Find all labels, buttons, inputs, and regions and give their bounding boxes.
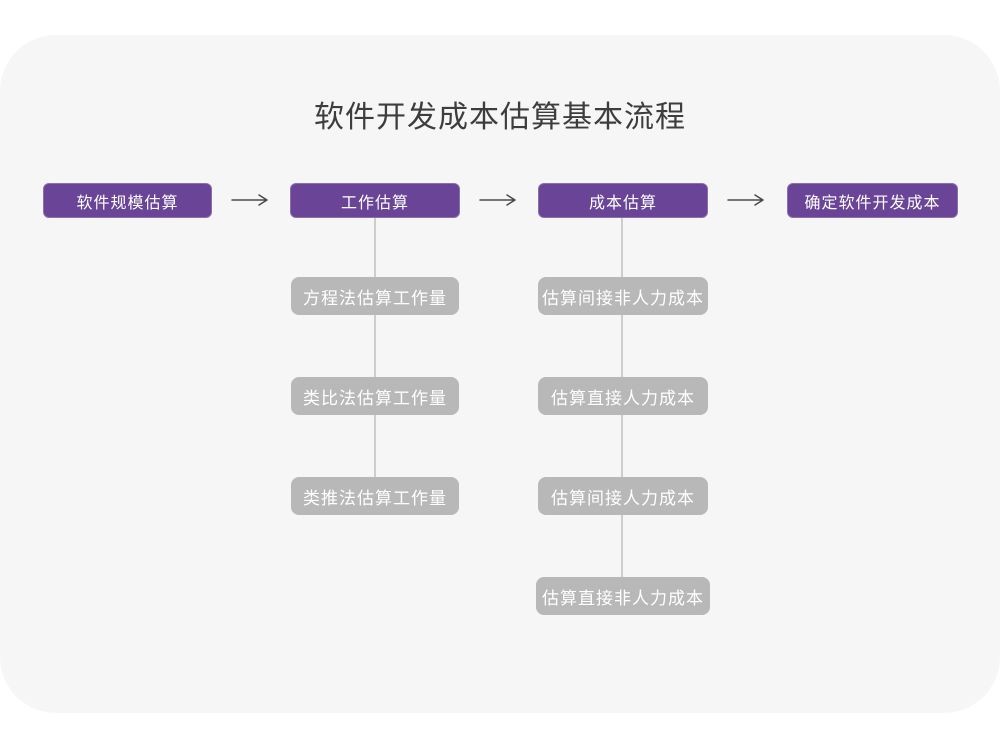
stage-label: 确定软件开发成本 [804,192,941,212]
stage-determine-development-cost: 确定软件开发成本 [787,183,958,218]
stage-cost-estimation: 成本估算 [538,183,708,218]
substep-direct-non-labor-cost: 估算直接非人力成本 [536,577,710,615]
substep-extrapolation-method: 类推法估算工作量 [291,477,459,515]
stage-work-estimation: 工作估算 [290,183,460,218]
substep-equation-method: 方程法估算工作量 [291,277,459,315]
stage-label: 软件规模估算 [76,192,179,212]
substep-label: 方程法估算工作量 [303,288,447,309]
stage-label: 工作估算 [340,192,409,212]
substep-label: 估算直接非人力成本 [542,588,704,609]
substep-direct-labor-cost: 估算直接人力成本 [538,377,708,415]
substep-label: 估算间接人力成本 [551,488,695,509]
arrow-right-icon [479,194,516,206]
arrow-right-icon [727,194,764,206]
substep-label: 类推法估算工作量 [303,488,447,509]
arrow-right-icon [231,194,268,206]
substep-label: 类比法估算工作量 [303,388,447,409]
diagram-card [0,35,1000,713]
substep-analogy-method: 类比法估算工作量 [291,377,459,415]
substep-label: 估算直接人力成本 [551,388,695,409]
substep-label: 估算间接非人力成本 [542,288,704,309]
stage-software-scale-estimation: 软件规模估算 [43,183,212,218]
diagram-title: 软件开发成本估算基本流程 [314,100,686,135]
connector-line-work [374,218,376,496]
substep-indirect-non-labor-cost: 估算间接非人力成本 [538,277,708,315]
stage-label: 成本估算 [588,192,657,212]
substep-indirect-labor-cost: 估算间接人力成本 [538,477,708,515]
